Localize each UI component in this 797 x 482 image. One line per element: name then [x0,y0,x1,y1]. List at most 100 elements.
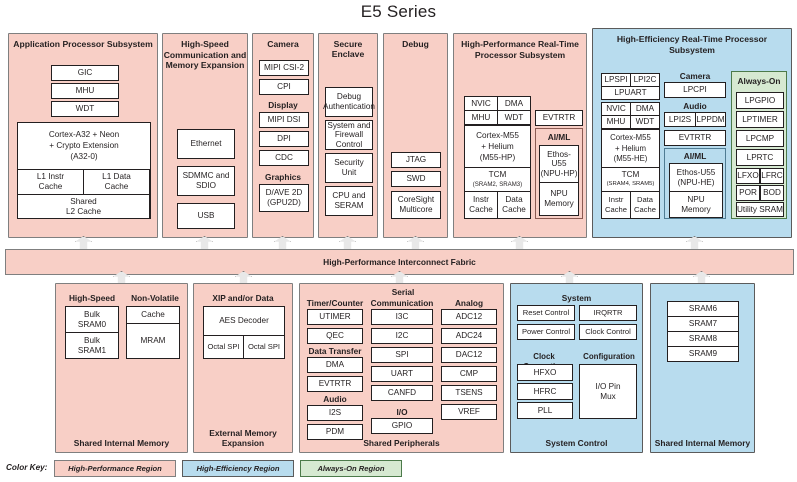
block-external-memory-expansion[interactable]: XIP and/or Data AES Decoder Octal SPI Oc… [193,283,293,453]
box-octal-spi-b[interactable]: Octal SPI [243,335,285,359]
box-swd[interactable]: SWD [391,171,441,187]
box-lpgpio[interactable]: LPGPIO [736,92,784,109]
box-aes-decoder[interactable]: AES Decoder [203,306,285,336]
box-utility-sram[interactable]: Utility SRAM [736,202,784,217]
box-nvic[interactable]: NVIC [464,96,498,111]
box-cache[interactable]: Cache [126,306,180,324]
box-lfrc[interactable]: LFRC [760,168,784,184]
box-spi[interactable]: SPI [371,347,433,363]
box-lpspi[interactable]: LPSPI [601,73,631,87]
group-cortex-m55-he[interactable]: Cortex-M55 + Helium (M55-HE) TCM (SRAM4,… [601,129,660,219]
box-i3c[interactable]: I3C [371,309,433,325]
box-dma[interactable]: DMA [497,96,531,111]
box-pll[interactable]: PLL [517,402,573,419]
box-lfxo[interactable]: LFXO [736,168,760,184]
box-evtrtr[interactable]: EVTRTR [535,110,583,126]
box-data-cache[interactable]: Data Cache [630,191,660,219]
box-dpi[interactable]: DPI [259,131,309,147]
group-ai-ml[interactable]: AI/ML Ethos-U55 (NPU-HE) NPU Memory [664,148,726,219]
box-power-control[interactable]: Power Control [517,324,575,340]
block-application-processor-subsystem[interactable]: Application Processor Subsystem GIC MHU … [8,33,158,238]
box-shared-l2-cache[interactable]: Shared L2 Cache [17,194,150,219]
box-lprtc[interactable]: LPRTC [736,149,784,166]
box-io-pin-mux[interactable]: I/O Pin Mux [579,364,637,419]
box-reset-control[interactable]: Reset Control [517,305,575,321]
box-clock-control[interactable]: Clock Control [579,324,637,340]
box-utimer[interactable]: UTIMER [307,309,363,325]
box-cdc[interactable]: CDC [259,150,309,166]
box-cmp[interactable]: CMP [441,366,497,382]
box-i2c[interactable]: I2C [371,328,433,344]
block-debug[interactable]: Debug JTAG SWD CoreSight Multicore [383,33,448,238]
box-data-cache[interactable]: Data Cache [497,191,531,219]
box-mram[interactable]: MRAM [126,323,180,359]
box-mhu[interactable]: MHU [601,115,631,129]
box-lpcpi[interactable]: LPCPI [664,82,726,98]
box-tcm[interactable]: TCM (SRAM2, SRAM3) [464,167,531,192]
box-i2s[interactable]: I2S [307,405,363,421]
block-camera[interactable]: Camera MIPI CSI-2 CPI Display MIPI DSI D… [252,33,314,238]
box-irqrtr[interactable]: IRQRTR [579,305,637,321]
block-system-control[interactable]: System Reset Control IRQRTR Power Contro… [510,283,643,453]
box-sram6[interactable]: SRAM6 [667,301,739,317]
box-l1-instr-cache[interactable]: L1 Instr Cache [17,169,84,195]
box-npu-memory[interactable]: NPU Memory [669,191,723,218]
box-por[interactable]: POR [736,185,760,201]
box-tcm[interactable]: TCM (SRAM4, SRAM5) [601,167,660,192]
box-l1-data-cache[interactable]: L1 Data Cache [83,169,150,195]
box-octal-spi-a[interactable]: Octal SPI [203,335,244,359]
box-vref[interactable]: VREF [441,404,497,420]
box-mipi-dsi[interactable]: MIPI DSI [259,112,309,128]
box-lppdm[interactable]: LPPDM [695,112,726,127]
box-sram7[interactable]: SRAM7 [667,316,739,332]
group-always-on[interactable]: Always-On LPGPIO LPTIMER LPCMP LPRTC LFX… [731,71,787,219]
group-ai-ml[interactable]: AI/ML Ethos-U55 (NPU-HP) NPU Memory [535,128,583,219]
box-coresight-multicore[interactable]: CoreSight Multicore [391,191,441,219]
box-mhu[interactable]: MHU [51,83,119,99]
box-sram9[interactable]: SRAM9 [667,346,739,362]
box-bod[interactable]: BOD [760,185,784,201]
box-tsens[interactable]: TSENS [441,385,497,401]
box-npu-memory[interactable]: NPU Memory [539,182,579,216]
block-high-performance-realtime-subsystem[interactable]: High-Performance Real-Time Processor Sub… [453,33,587,238]
box-jtag[interactable]: JTAG [391,152,441,168]
box-usb[interactable]: USB [177,203,235,229]
box-instr-cache[interactable]: Instr Cache [601,191,631,219]
box-sram8[interactable]: SRAM8 [667,331,739,347]
box-dac12[interactable]: DAC12 [441,347,497,363]
box-lpi2c[interactable]: LPI2C [630,73,660,87]
box-sdmmc-sdio[interactable]: SDMMC and SDIO [177,166,235,196]
box-dma[interactable]: DMA [307,357,363,373]
box-lptimer[interactable]: LPTIMER [736,111,784,128]
group-cortex-m55-hp[interactable]: Cortex-M55 + Helium (M55-HP) TCM (SRAM2,… [464,125,531,219]
box-pdm[interactable]: PDM [307,424,363,440]
box-nvic[interactable]: NVIC [601,102,631,116]
box-mhu[interactable]: MHU [464,110,498,125]
block-secure-enclave[interactable]: Secure Enclave Debug Authentication Syst… [318,33,378,238]
group-cortex-a32[interactable]: Cortex-A32 + Neon + Crypto Extension (A3… [17,122,151,219]
box-dma[interactable]: DMA [630,102,660,116]
box-cpu-and-seram[interactable]: CPU and SERAM [325,186,373,216]
block-shared-internal-memory-right[interactable]: SRAM6 SRAM7 SRAM8 SRAM9 Shared Internal … [650,283,755,453]
box-evtrtr[interactable]: EVTRTR [664,130,726,146]
box-bulk-sram1[interactable]: Bulk SRAM1 [65,332,119,359]
box-gic[interactable]: GIC [51,65,119,81]
box-lpuart[interactable]: LPUART [601,86,660,100]
box-qec[interactable]: QEC [307,328,363,344]
box-instr-cache[interactable]: Instr Cache [464,191,498,219]
box-debug-authentication[interactable]: Debug Authentication [323,87,375,117]
block-high-efficiency-realtime-subsystem[interactable]: High-Efficiency Real-Time Processor Subs… [592,28,792,238]
box-wdt[interactable]: WDT [497,110,531,125]
box-ethos-u55-npu-he[interactable]: Ethos-U55 (NPU-HE) [669,163,723,192]
box-system-firewall-control[interactable]: System and Firewall Control [325,120,373,150]
box-adc24[interactable]: ADC24 [441,328,497,344]
block-shared-peripherals[interactable]: Serial Timer/Counter UTIMER QEC Data Tra… [299,283,504,453]
box-wdt[interactable]: WDT [630,115,660,129]
box-evtrtr[interactable]: EVTRTR [307,376,363,392]
box-cpi[interactable]: CPI [259,79,309,95]
box-ethos-u55-npu-hp[interactable]: Ethos-U55 (NPU-HP) [539,145,579,183]
block-high-speed-communication[interactable]: High-Speed Communication and Memory Expa… [162,33,248,238]
box-wdt[interactable]: WDT [51,101,119,117]
box-hfrc[interactable]: HFRC [517,383,573,400]
box-uart[interactable]: UART [371,366,433,382]
